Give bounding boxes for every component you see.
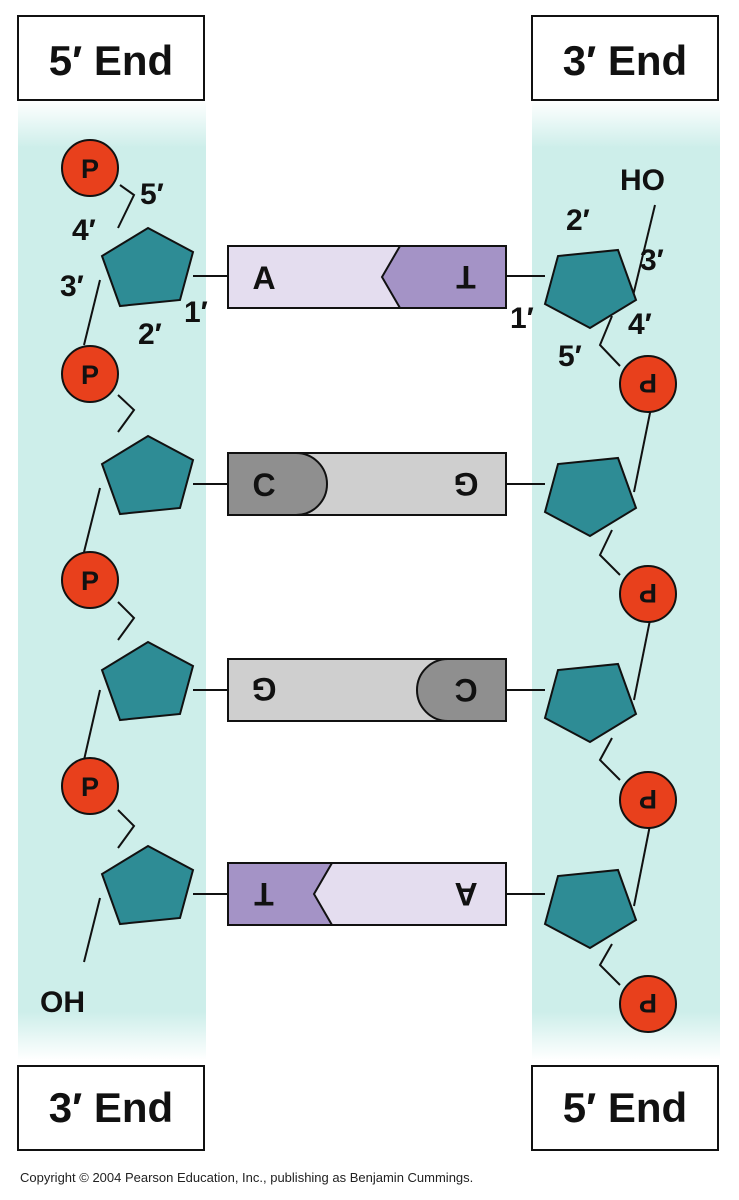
svg-text:P: P [81, 154, 99, 184]
right-carbon-4-label: 4′ [628, 308, 652, 341]
svg-text:3′ End: 3′ End [563, 37, 687, 84]
base-pair-4-left-base: T [254, 876, 274, 912]
end-label-bottom-right: 5′ End [531, 1065, 719, 1151]
phosphate-right-3: P [619, 771, 677, 829]
base-pair-4-right-base: A [454, 876, 477, 912]
base-pair-1-left-base: A [252, 260, 275, 296]
phosphate-right-1: P [619, 355, 677, 413]
sugar-right-2 [543, 456, 638, 538]
right-carbon-5-label: 5′ [558, 340, 582, 373]
svg-text:P: P [81, 566, 99, 596]
base-pair-3-right-base: C [454, 672, 477, 708]
copyright-notice: Copyright © 2004 Pearson Education, Inc.… [20, 1170, 473, 1185]
left-carbon-3-label: 3′ [60, 270, 84, 303]
sugar-left-3 [100, 640, 195, 722]
right-carbon-3-label: 3′ [640, 244, 664, 277]
right-carbon-2-label: 2′ [566, 204, 590, 237]
left-carbon-2-label: 2′ [138, 318, 162, 351]
end-label-top-right: 3′ End [531, 15, 719, 101]
sugar-right-1 [543, 248, 638, 330]
end-label-top-left: 5′ End [17, 15, 205, 101]
right-backbone-lines [598, 204, 656, 986]
sugar-left-1 [100, 226, 195, 308]
base-pair-3-left-base: G [252, 671, 277, 707]
phosphate-left-4: P [61, 757, 119, 815]
svg-text:P: P [639, 784, 657, 814]
phosphate-left-1: P [61, 139, 119, 197]
left-carbon-5-label: 5′ [140, 178, 164, 211]
left-backbone-lines [83, 184, 136, 963]
sugar-left-4 [100, 844, 195, 926]
glycosidic-bonds [193, 275, 545, 895]
right-terminal-ho: HO [620, 164, 665, 197]
base-pair-1-right-base: T [456, 259, 476, 295]
svg-text:5′ End: 5′ End [563, 1084, 687, 1131]
svg-text:P: P [639, 368, 657, 398]
base-pair-1: A T [227, 245, 507, 309]
phosphate-right-2: P [619, 565, 677, 623]
left-carbon-1-label: 1′ [184, 296, 208, 329]
phosphate-left-3: P [61, 551, 119, 609]
sugar-left-2 [100, 434, 195, 516]
left-carbon-4-label: 4′ [72, 214, 96, 247]
base-pair-2-left-base: C [252, 467, 275, 503]
right-carbon-1-label: 1′ [510, 302, 534, 335]
svg-text:3′ End: 3′ End [49, 1084, 173, 1131]
phosphate-right-4: P [619, 975, 677, 1033]
svg-text:5′ End: 5′ End [49, 37, 173, 84]
svg-text:P: P [639, 988, 657, 1018]
svg-text:P: P [639, 578, 657, 608]
sugar-right-3 [543, 662, 638, 744]
left-terminal-oh: OH [40, 986, 85, 1019]
phosphate-left-2: P [61, 345, 119, 403]
svg-text:P: P [81, 772, 99, 802]
base-pair-4: T A [227, 862, 507, 926]
svg-text:P: P [81, 360, 99, 390]
end-label-bottom-left: 3′ End [17, 1065, 205, 1151]
sugar-right-4 [543, 868, 638, 950]
base-pair-2-right-base: G [454, 466, 479, 502]
base-pair-2: C G [227, 452, 507, 516]
base-pair-3: G C [227, 658, 507, 722]
